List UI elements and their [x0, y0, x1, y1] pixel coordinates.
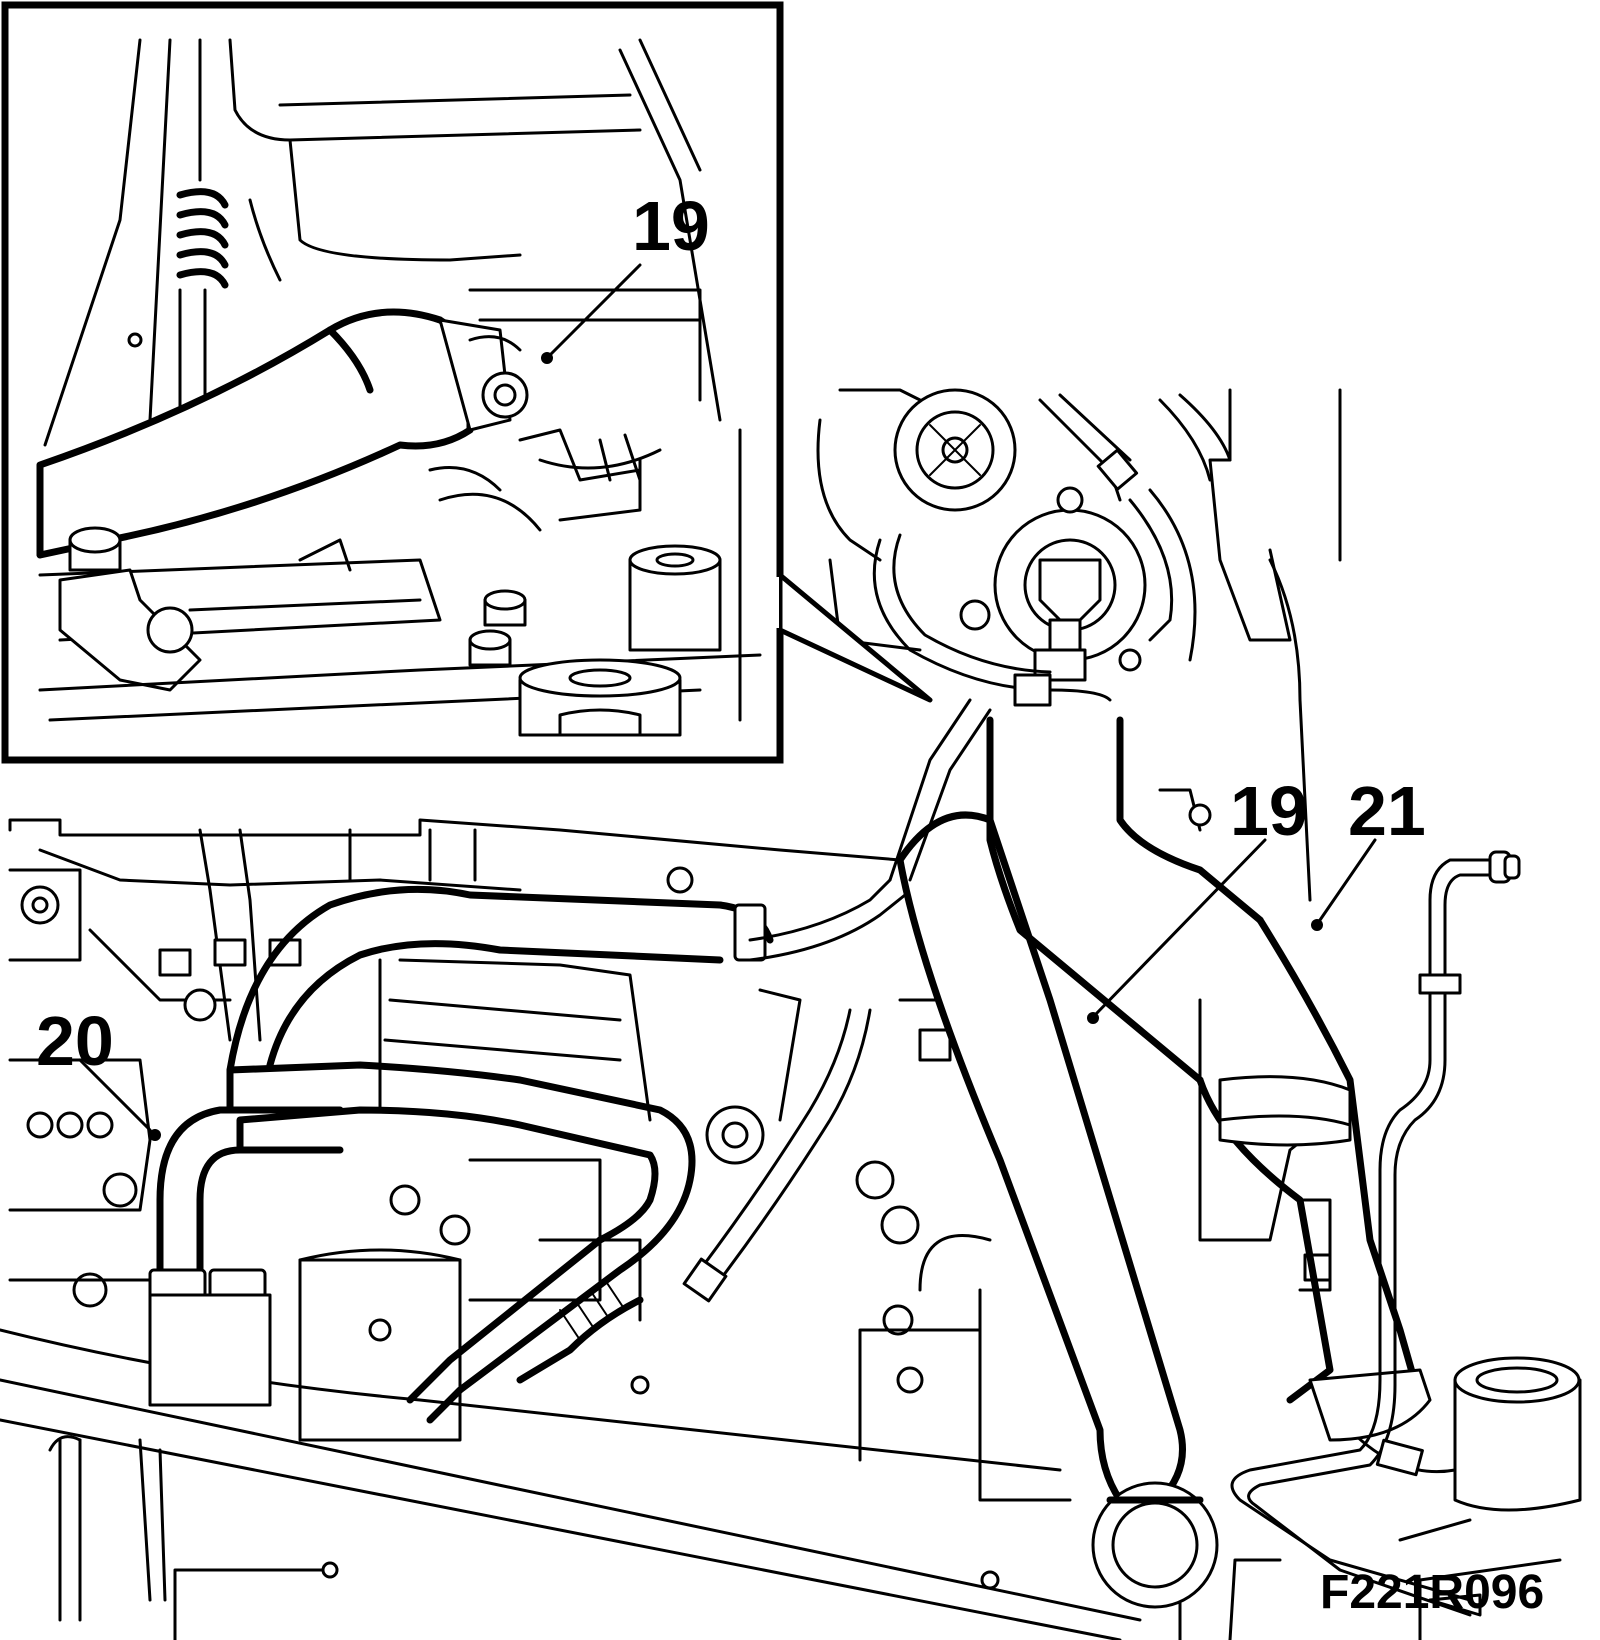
- callout-19-inset: 19: [632, 187, 710, 265]
- detail-inset: [1, 1, 933, 764]
- hose-20-assembly: [78, 885, 872, 1424]
- pipe-21-assembly: [1230, 838, 1521, 1617]
- callout-21: 21: [1348, 772, 1426, 850]
- callout-20: 20: [36, 1002, 114, 1080]
- engine-bay-scene: [0, 388, 1582, 1640]
- figure-reference: F221R096: [1320, 1566, 1544, 1619]
- hose-19-assembly: [748, 698, 1432, 1609]
- callout-19-main: 19: [1230, 772, 1308, 850]
